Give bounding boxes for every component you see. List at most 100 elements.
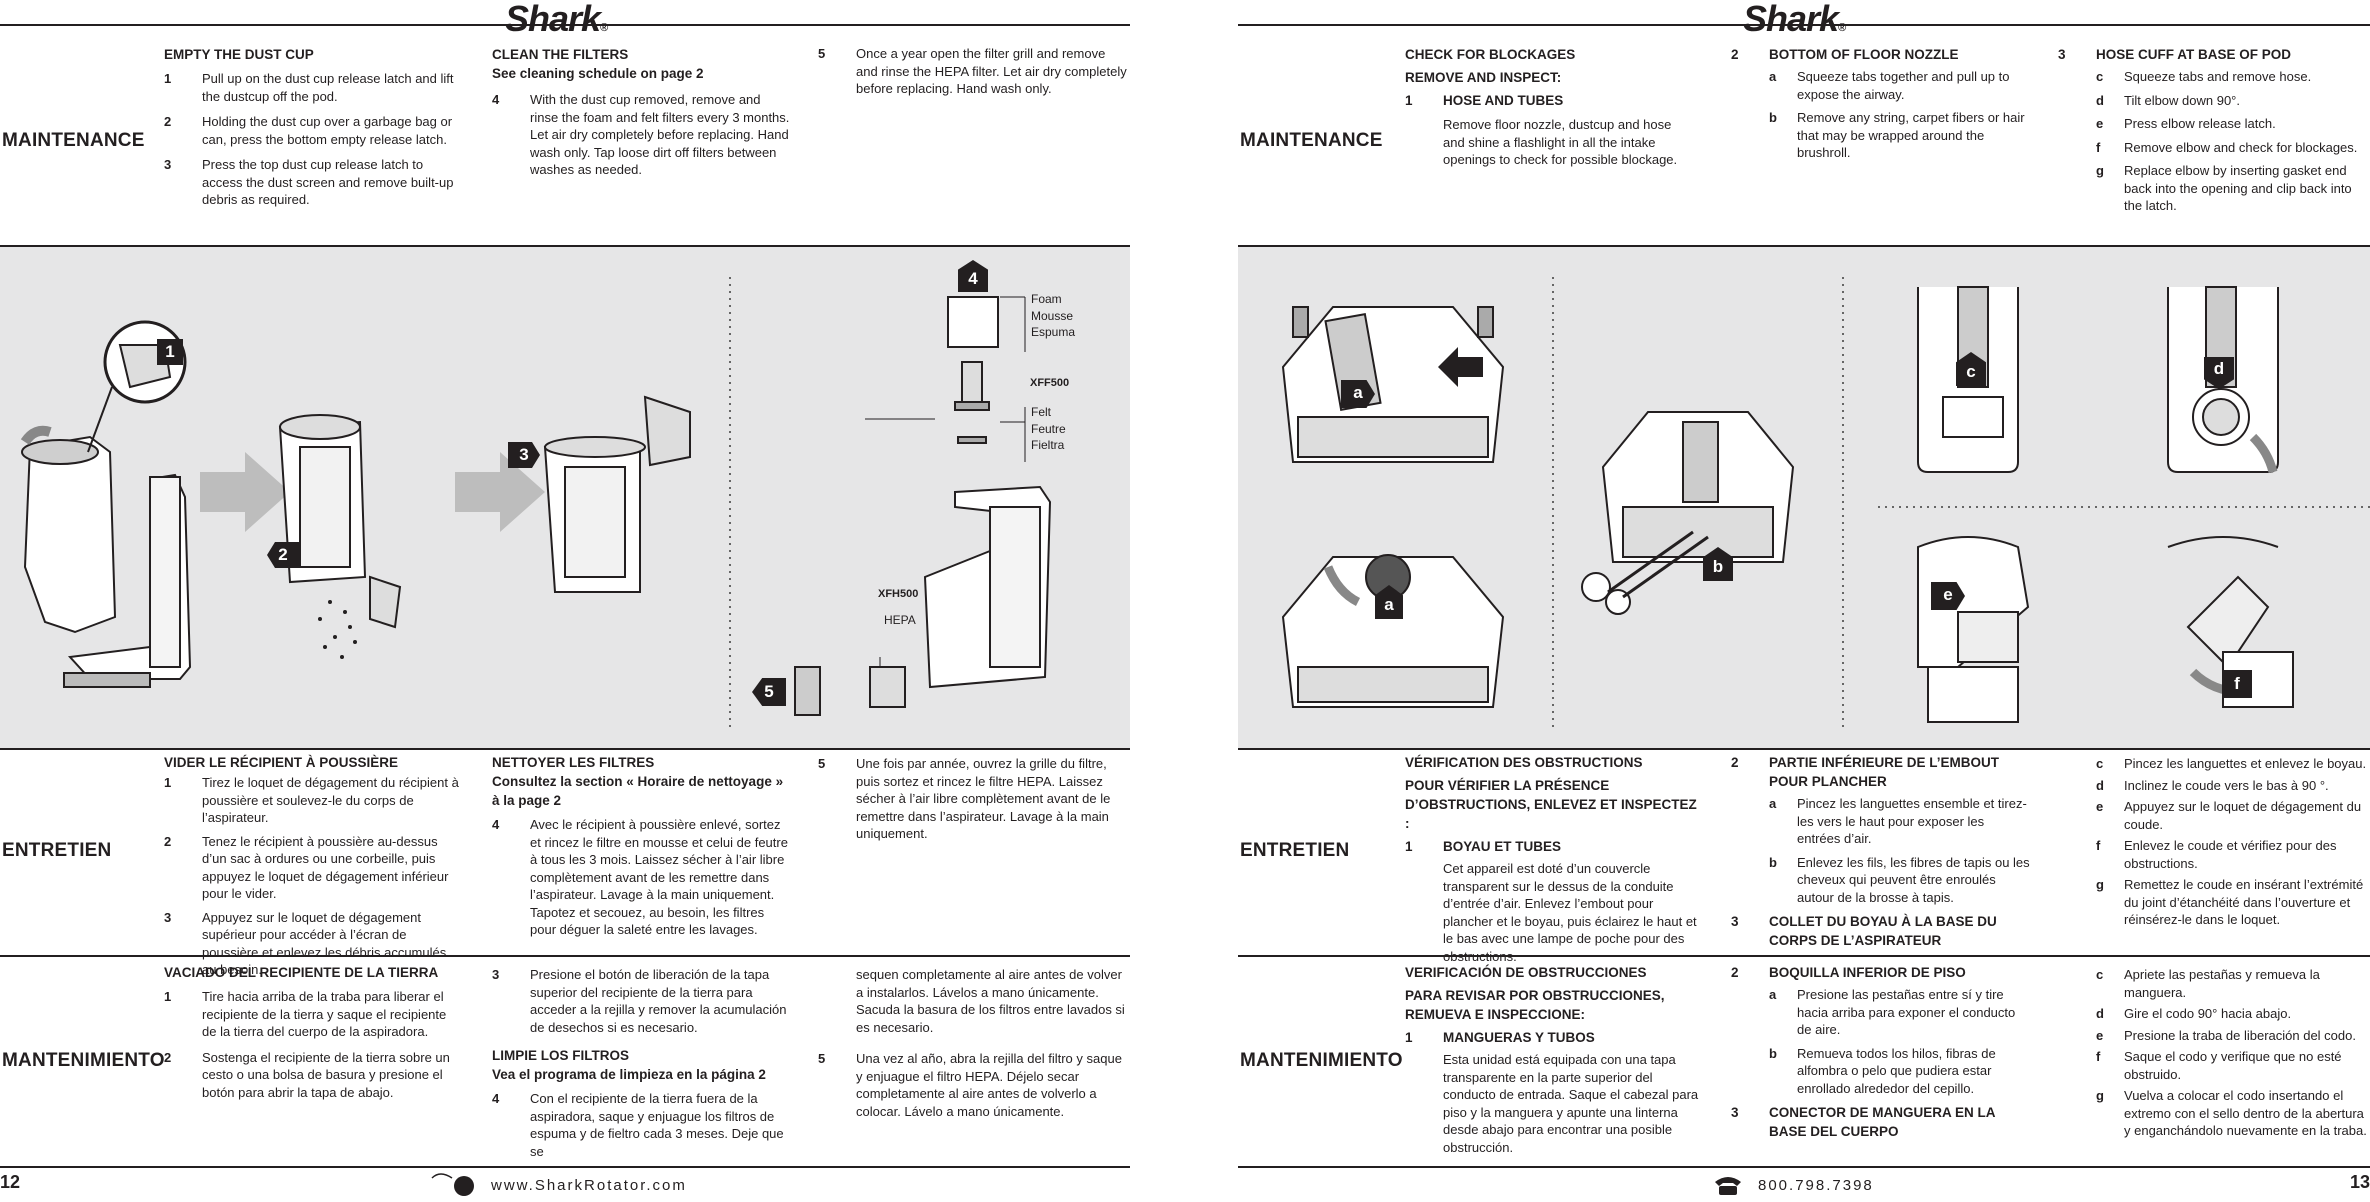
fr-col1-title: VIDER LE RÉCIPIENT À POUSSIÈRE bbox=[164, 755, 399, 770]
fr-col1-title: VÉRIFICATION DES OBSTRUCTIONS bbox=[1405, 755, 1643, 770]
label-xff500: XFF500 bbox=[1030, 377, 1070, 389]
page-number: 13 bbox=[2350, 1172, 2370, 1192]
fr-col2: NETTOYER LES FILTRES Consultez la sectio… bbox=[492, 753, 792, 947]
fr-col2-title: NETTOYER LES FILTRES bbox=[492, 755, 655, 770]
en-col1-title: CHECK FOR BLOCKAGES bbox=[1405, 47, 1576, 62]
foam-filter-labels: Foam Mousse Espuma bbox=[1031, 292, 1076, 339]
es-col1-subtitle: PARA REVISAR POR OBSTRUCCIONES, REMUEVA … bbox=[1405, 988, 1665, 1022]
es-col1: VERIFICACIÓN DE OBSTRUCCIONES PARA REVIS… bbox=[1405, 963, 1703, 1162]
en-col2-subtitle: See cleaning schedule on page 2 bbox=[492, 66, 704, 81]
shark-logo: Shark® bbox=[505, 0, 608, 39]
illustration-panel-left: Foam Mousse Espuma XFF500 Felt Feutre Fi… bbox=[0, 245, 1130, 750]
label-xfh500: XFH500 bbox=[878, 588, 919, 600]
en-col2: CLEAN THE FILTERS See cleaning schedule … bbox=[492, 45, 792, 187]
section-label-es: MANTENIMIENTO bbox=[2, 1050, 165, 1071]
step-text: Cet appareil est doté d’un couvercle tra… bbox=[1443, 861, 1697, 964]
section-divider bbox=[0, 955, 1130, 957]
website-text: www.SharkRotator.com bbox=[491, 1177, 687, 1194]
page-number: 12 bbox=[0, 1172, 21, 1192]
step-badge: 1 bbox=[157, 339, 183, 365]
illustration-panel-right: a a b c d e f bbox=[1238, 245, 2370, 750]
es-col1-title: VERIFICACIÓN DE OBSTRUCCIONES bbox=[1405, 965, 1647, 980]
es-col3-continued: sequen completamente al aire antes de vo… bbox=[856, 967, 1125, 1035]
label-hepa: HEPA bbox=[884, 613, 916, 627]
blockage-illustration bbox=[1281, 277, 2370, 727]
step-badge: f bbox=[2222, 670, 2252, 698]
section-label-es: MANTENIMIENTO bbox=[1240, 1050, 1403, 1071]
section-label-en: MAINTENANCE bbox=[1240, 130, 1383, 151]
mouse-icon bbox=[431, 1173, 474, 1196]
shark-logo: Shark® bbox=[1743, 0, 1846, 39]
section-divider bbox=[1238, 955, 2370, 957]
dust-cup-illustration bbox=[20, 277, 1052, 727]
es-col1-title: VACIADO DEL RECIPIENTE DE LA TIERRA bbox=[164, 965, 439, 980]
en-col2-title: CLEAN THE FILTERS bbox=[492, 47, 629, 62]
es-col3: sequen completamente al aire antes de vo… bbox=[818, 966, 1128, 1128]
section-label-en: MAINTENANCE bbox=[2, 130, 145, 151]
bottom-rule bbox=[1238, 1166, 2370, 1168]
step-text: Esta unidad está equipada con una tapa t… bbox=[1443, 1052, 1699, 1155]
en-col1-title: EMPTY THE DUST CUP bbox=[164, 47, 314, 62]
en-col1-subtitle: REMOVE AND INSPECT: bbox=[1405, 70, 1562, 85]
section-label-fr: ENTRETIEN bbox=[1240, 840, 1350, 861]
section-label-fr: ENTRETIEN bbox=[2, 840, 112, 861]
fr-col2-subtitle: Consultez la section « Horaire de nettoy… bbox=[492, 774, 784, 808]
es-col2-title: LIMPIE LOS FILTROS bbox=[492, 1048, 629, 1063]
top-rule bbox=[0, 24, 1130, 26]
phone-number: 800.798.7398 bbox=[1758, 1177, 1874, 1194]
fr-col1-subtitle: POUR VÉRIFIER LA PRÉSENCE D’OBSTRUCTIONS… bbox=[1405, 778, 1697, 831]
felt-filter-labels: Felt Feutre Fieltra bbox=[1031, 405, 1066, 452]
step-text: Remove floor nozzle, dustcup and hose an… bbox=[1443, 117, 1678, 167]
right-page: Shark® MAINTENANCE CHECK FOR BLOCKAGES R… bbox=[1238, 0, 2370, 1202]
bottom-rule bbox=[0, 1166, 1130, 1168]
top-rule bbox=[1238, 24, 2370, 26]
